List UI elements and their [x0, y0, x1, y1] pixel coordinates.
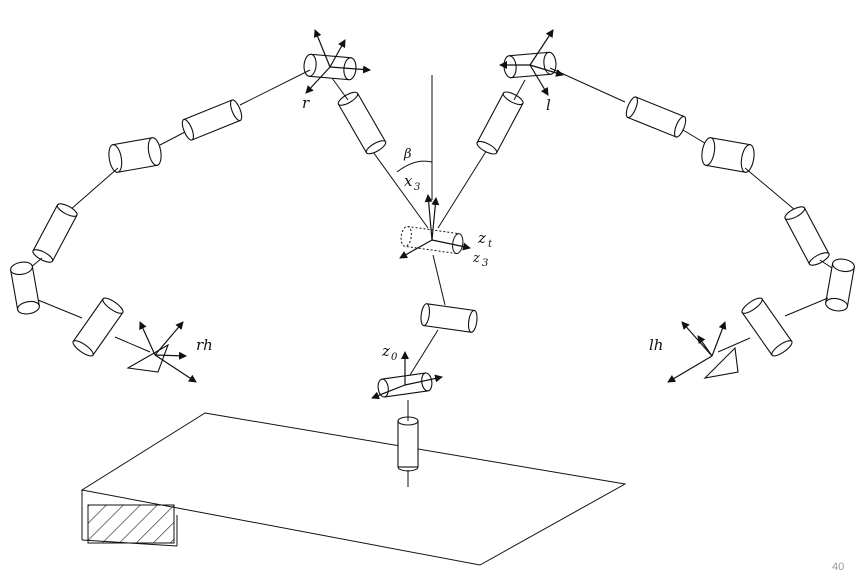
right-arm — [10, 29, 429, 383]
right-hand — [126, 321, 197, 383]
left-arm-link-3 — [784, 206, 830, 266]
left-arm-upper-link — [476, 91, 524, 155]
table-hatched-leg — [87, 504, 175, 544]
label-zt: z — [477, 229, 486, 247]
page-number: 40 — [832, 561, 845, 573]
label-lh: lh — [649, 336, 663, 354]
label-zt-sub: t — [488, 239, 493, 250]
label-z0-sub: 0 — [391, 352, 398, 363]
torso-link-cylinder — [420, 303, 478, 333]
label-x3-sub: 3 — [414, 182, 420, 193]
label-z3: z — [472, 251, 480, 266]
label-x3: x — [404, 172, 413, 190]
right-arm-link-2 — [181, 99, 243, 141]
base-cylinder — [397, 416, 419, 472]
label-rh: rh — [196, 336, 213, 354]
label-z0: z — [381, 342, 390, 360]
right-arm-upper-link — [337, 91, 387, 155]
left-wrist-joint — [825, 258, 855, 312]
right-elbow-joint — [108, 137, 162, 173]
right-arm-link-3 — [32, 203, 78, 263]
label-r: r — [302, 94, 310, 112]
left-hand — [667, 321, 739, 383]
left-elbow-joint — [701, 137, 755, 173]
left-arm-link-4 — [741, 297, 793, 357]
table — [80, 412, 627, 566]
label-l: l — [546, 96, 551, 114]
left-arm — [437, 29, 855, 383]
right-arm-link-4 — [72, 297, 124, 357]
torso — [371, 75, 478, 487]
right-wrist-joint — [10, 261, 40, 315]
left-arm-link-2 — [625, 96, 687, 138]
label-z3-sub: 3 — [482, 258, 488, 269]
label-beta: β — [403, 147, 412, 162]
